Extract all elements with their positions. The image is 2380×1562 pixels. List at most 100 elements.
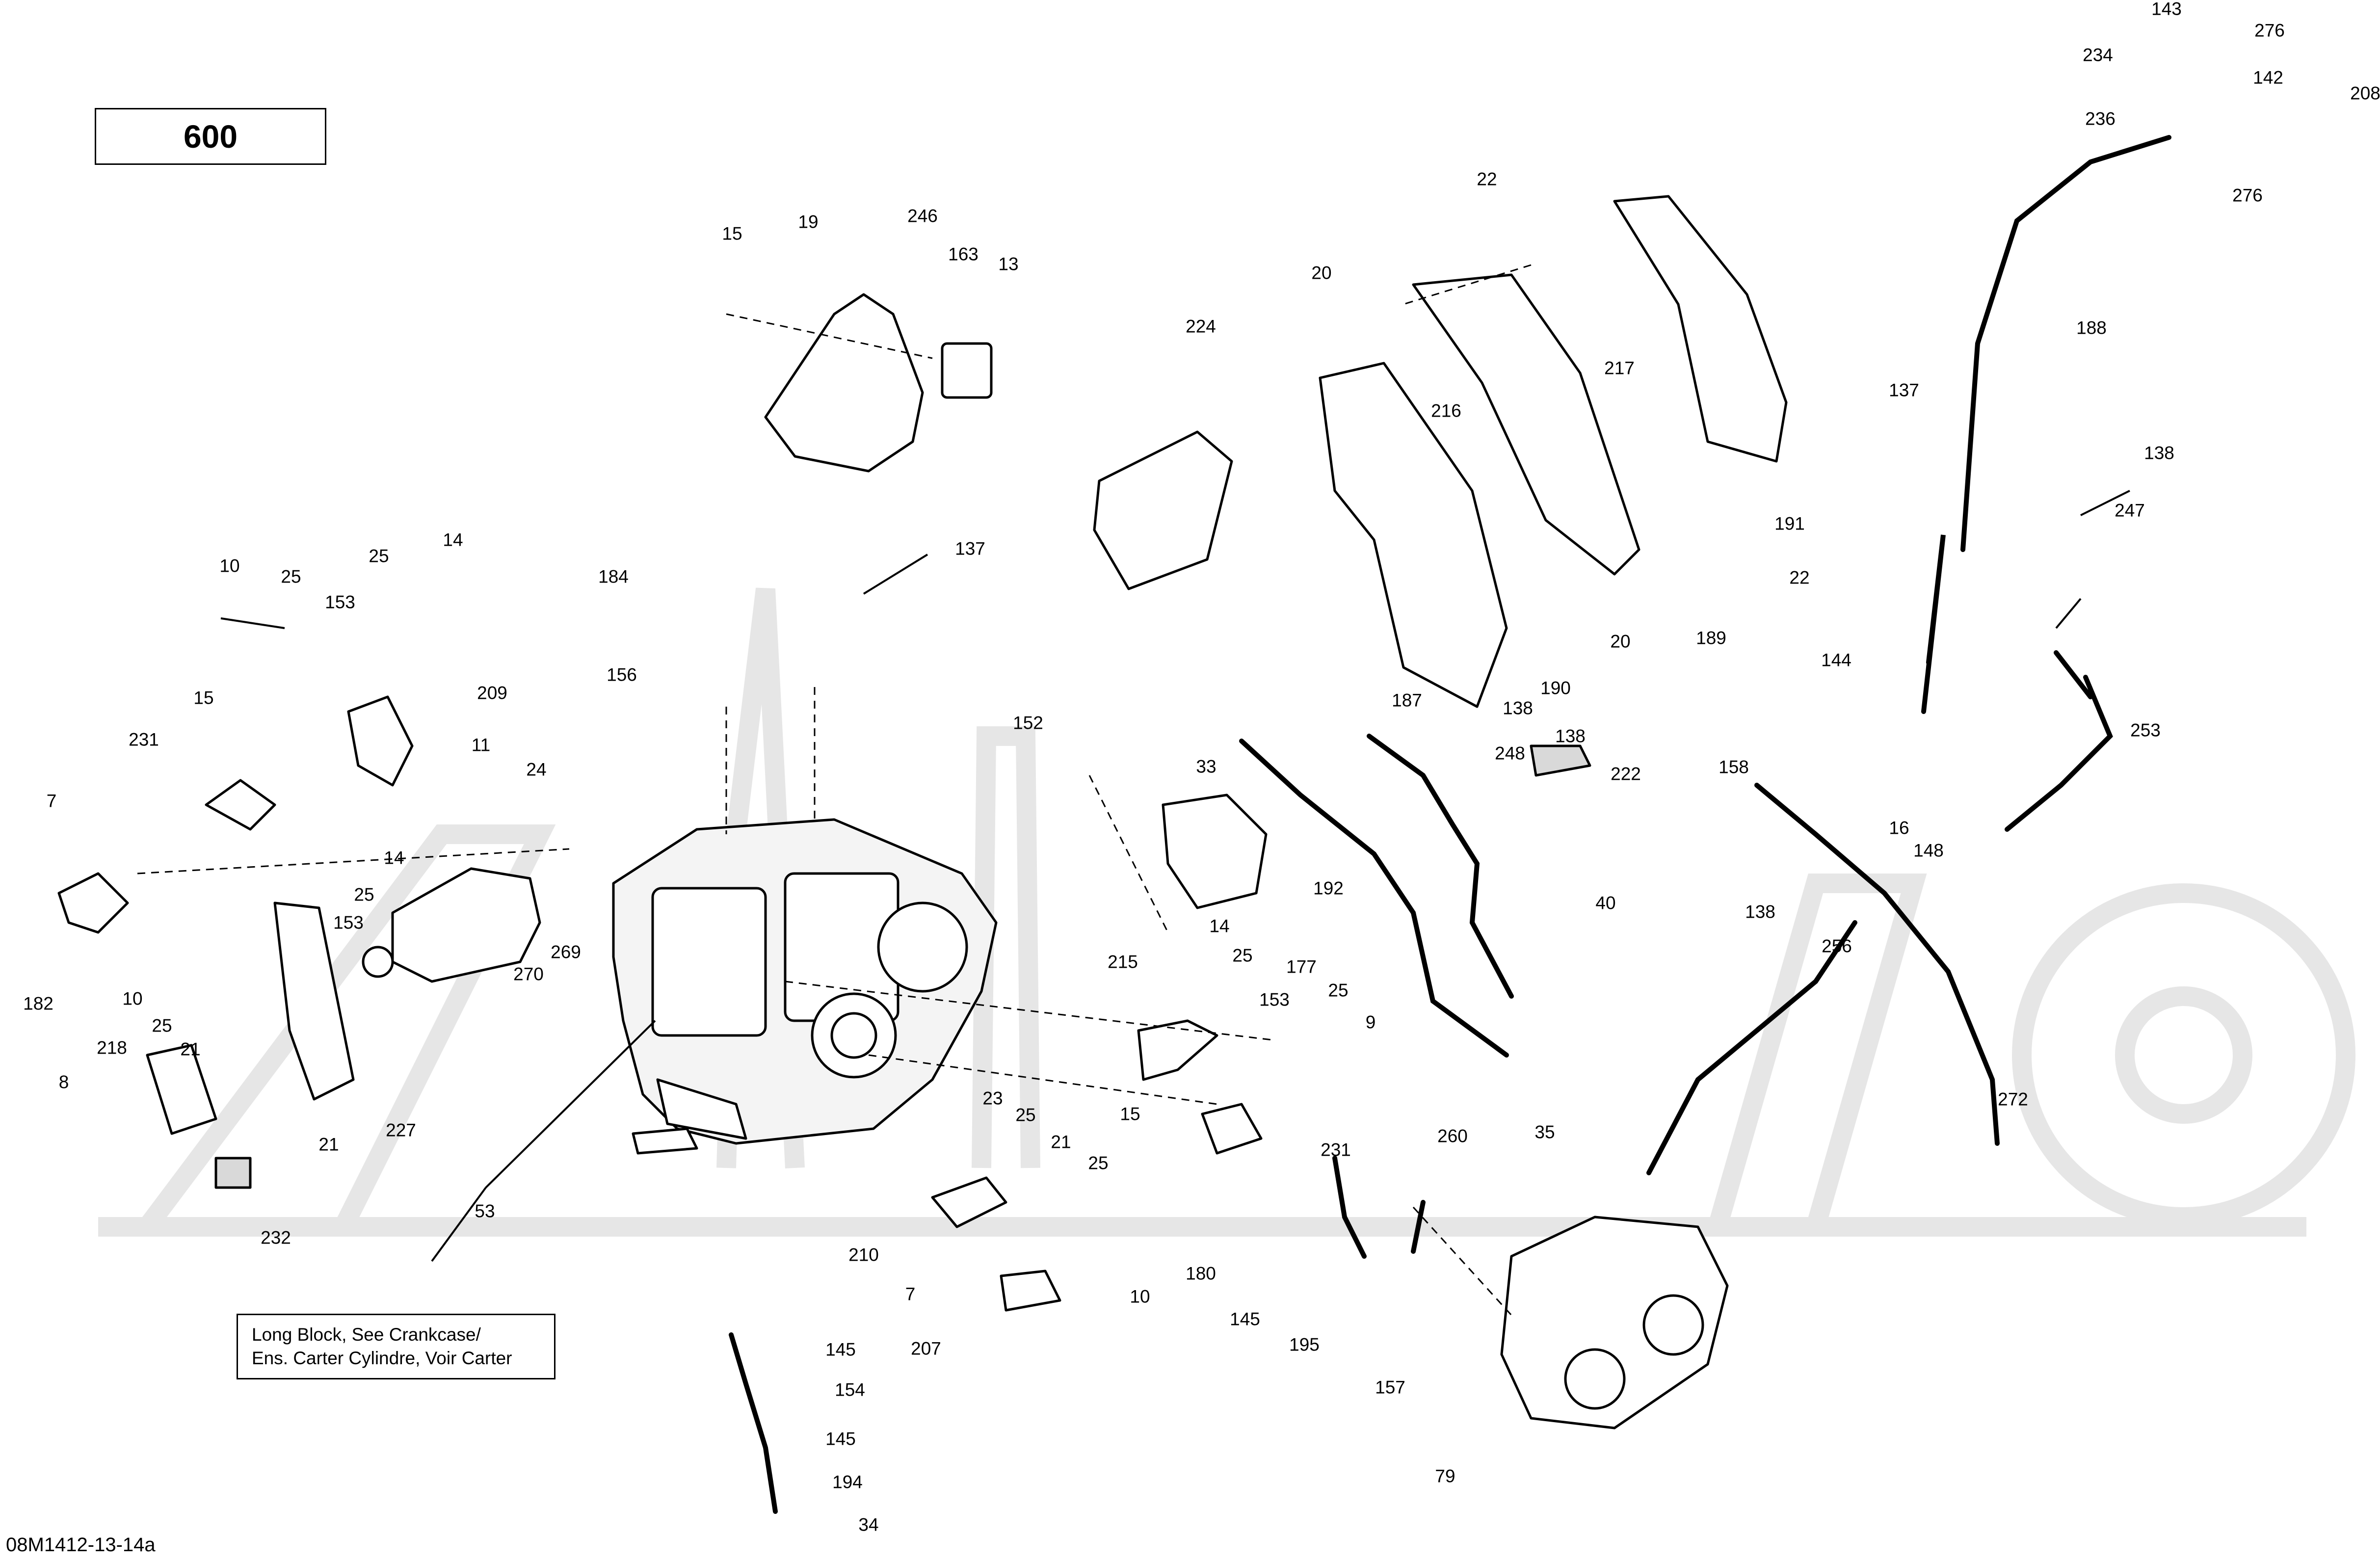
- part-callout-25d: 25: [152, 1015, 172, 1036]
- part-callout-19: 19: [798, 212, 819, 232]
- part-callout-25a: 25: [281, 566, 301, 587]
- engine-mounts: [57, 695, 414, 1189]
- part-callout-143: 143: [2151, 0, 2182, 19]
- part-callout-142: 142: [2253, 67, 2283, 88]
- part-callout-195: 195: [1289, 1334, 1320, 1355]
- part-callout-232: 232: [261, 1227, 291, 1248]
- part-callout-222: 222: [1611, 764, 1641, 784]
- part-callout-10c: 10: [1130, 1286, 1150, 1307]
- part-callout-188: 188: [2076, 318, 2107, 338]
- part-callout-33: 33: [1196, 756, 1216, 777]
- part-callout-276a: 276: [2254, 20, 2285, 41]
- part-callout-157: 157: [1375, 1377, 1405, 1398]
- part-callout-10a: 10: [219, 556, 240, 576]
- part-callout-138c: 138: [1555, 726, 1586, 746]
- part-callout-14c: 14: [1209, 916, 1230, 936]
- part-callout-21c: 21: [1051, 1132, 1071, 1152]
- part-callout-25c: 25: [354, 884, 374, 905]
- part-callout-247: 247: [2115, 500, 2145, 521]
- part-callout-25h: 25: [1088, 1153, 1109, 1173]
- part-callout-260: 260: [1437, 1126, 1468, 1146]
- part-callout-218: 218: [97, 1037, 127, 1058]
- part-callout-145b: 145: [825, 1339, 856, 1360]
- part-callout-177: 177: [1286, 956, 1317, 977]
- part-callout-25f: 25: [1328, 980, 1349, 1001]
- belt-guards: [1093, 195, 1788, 708]
- part-callout-269: 269: [551, 942, 581, 962]
- part-callout-137a: 137: [1889, 380, 1919, 400]
- part-callout-270: 270: [513, 964, 544, 984]
- part-callout-210: 210: [848, 1244, 879, 1265]
- part-callout-15c: 15: [1120, 1104, 1140, 1124]
- part-callout-13: 13: [998, 254, 1019, 274]
- part-callout-184: 184: [598, 566, 629, 587]
- part-callout-187: 187: [1392, 690, 1422, 711]
- part-callout-180: 180: [1186, 1263, 1216, 1284]
- engine-long-block: [612, 818, 998, 1155]
- part-callout-14a: 14: [443, 529, 463, 550]
- part-callout-40: 40: [1595, 893, 1616, 913]
- part-callout-153a: 153: [325, 592, 355, 612]
- starter-motor: [362, 867, 541, 983]
- part-callout-138a: 138: [2144, 443, 2174, 463]
- part-callout-248: 248: [1495, 743, 1525, 764]
- part-callout-216: 216: [1431, 400, 1461, 421]
- ignition-bracket: [764, 293, 993, 473]
- part-callout-34: 34: [858, 1514, 879, 1535]
- note-line-fr: Ens. Carter Cylindre, Voir Carter: [252, 1348, 512, 1368]
- part-callout-79: 79: [1435, 1466, 1455, 1486]
- part-callout-138d: 138: [1745, 901, 1775, 922]
- part-callout-236: 236: [2085, 108, 2116, 129]
- part-callout-207: 207: [911, 1338, 941, 1359]
- part-callout-276b: 276: [2232, 185, 2263, 206]
- part-callout-191: 191: [1774, 513, 1805, 534]
- part-callout-153b: 153: [333, 912, 364, 933]
- hoses-and-cables: [729, 135, 2171, 1514]
- part-callout-8: 8: [58, 1072, 69, 1092]
- part-callout-227: 227: [386, 1120, 416, 1140]
- part-callout-190: 190: [1540, 678, 1571, 698]
- part-callout-158: 158: [1719, 757, 1749, 777]
- part-callout-145c: 145: [825, 1429, 856, 1449]
- part-callout-152: 152: [1013, 713, 1043, 733]
- part-callout-9: 9: [1365, 1012, 1376, 1033]
- part-callout-20a: 20: [1311, 263, 1332, 283]
- part-callout-272: 272: [1998, 1089, 2028, 1110]
- part-callout-194: 194: [832, 1472, 863, 1492]
- part-callout-192: 192: [1313, 878, 1344, 899]
- part-callout-217: 217: [1604, 358, 1635, 378]
- long-block-note: Long Block, See Crankcase/ Ens. Carter C…: [237, 1314, 555, 1379]
- part-callout-35: 35: [1534, 1122, 1555, 1142]
- part-callout-25e: 25: [1232, 945, 1253, 966]
- part-callout-22b: 22: [1789, 567, 1810, 588]
- part-callout-231b: 231: [1321, 1139, 1351, 1160]
- part-callout-209: 209: [477, 683, 507, 703]
- part-callout-7b: 7: [905, 1284, 916, 1304]
- part-callout-215: 215: [1108, 952, 1138, 972]
- part-callout-246: 246: [907, 206, 938, 226]
- part-callout-53: 53: [475, 1201, 495, 1221]
- note-line-en: Long Block, See Crankcase/: [252, 1324, 481, 1345]
- part-callout-224: 224: [1186, 316, 1216, 337]
- part-callout-16: 16: [1889, 818, 1909, 838]
- part-callout-15b: 15: [193, 688, 214, 708]
- part-callout-21b: 21: [318, 1134, 339, 1155]
- part-callout-20b: 20: [1610, 631, 1631, 652]
- part-callout-154: 154: [835, 1379, 865, 1400]
- part-callout-137b: 137: [955, 538, 985, 559]
- part-callout-15a: 15: [722, 223, 742, 244]
- part-callout-138b: 138: [1503, 698, 1533, 718]
- part-callout-163: 163: [948, 244, 978, 265]
- part-callout-231a: 231: [129, 729, 159, 750]
- part-callout-25g: 25: [1015, 1105, 1036, 1125]
- part-callout-253: 253: [2130, 720, 2161, 741]
- part-callout-24: 24: [526, 759, 547, 780]
- document-reference: 08M1412-13-14a: [6, 1534, 156, 1556]
- part-callout-22a: 22: [1477, 169, 1497, 189]
- part-callout-256: 256: [1822, 936, 1852, 956]
- model-label: 600: [95, 108, 326, 165]
- leader-lines: [220, 490, 2130, 1262]
- part-callout-189: 189: [1696, 628, 1726, 648]
- part-callout-156: 156: [607, 664, 637, 685]
